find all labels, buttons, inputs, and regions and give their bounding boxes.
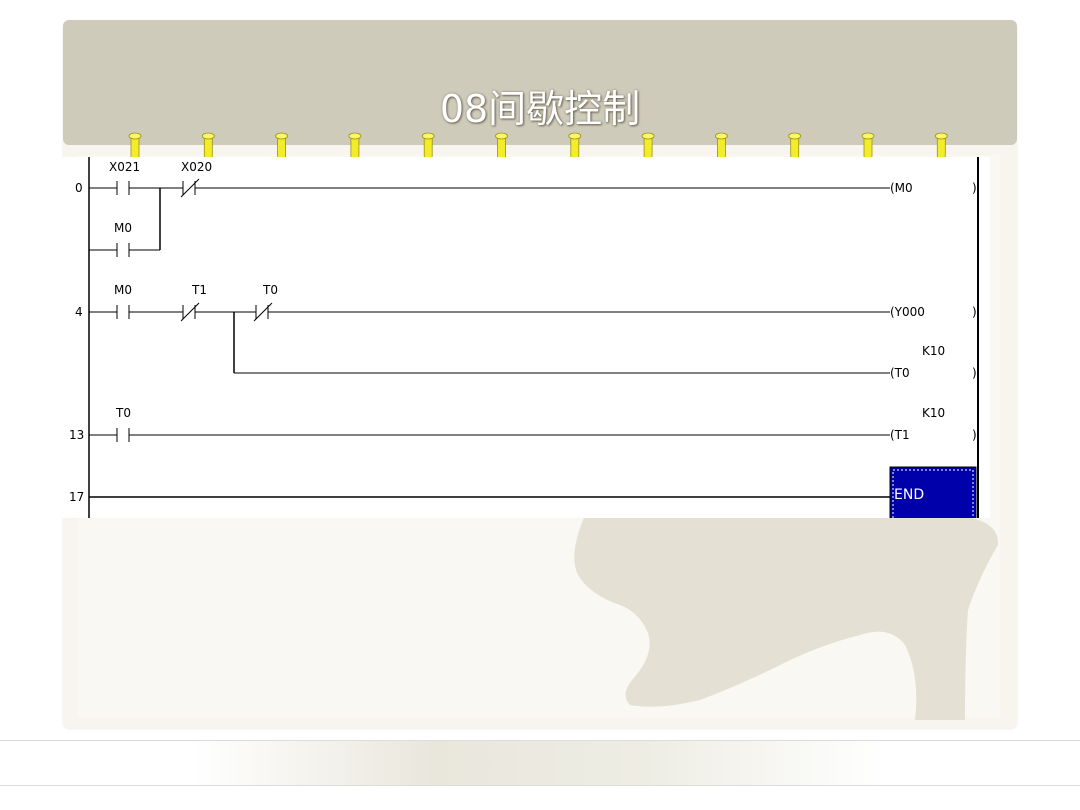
contact-label: X020 <box>181 160 212 174</box>
end-instruction-box <box>889 466 977 518</box>
coil-label: (Y000 <box>890 305 925 319</box>
binder-ring <box>715 132 728 159</box>
binder-ring <box>861 132 875 159</box>
binder-ring <box>421 132 435 159</box>
coil-close: ) <box>972 428 977 442</box>
coil-close: ) <box>972 305 977 319</box>
end-label: END <box>894 487 924 503</box>
timer-setting: K10 <box>922 406 945 420</box>
step-number: 17 <box>69 490 84 504</box>
binder-ring <box>348 132 362 159</box>
no-contact <box>116 305 130 319</box>
coil-label: (T1 <box>890 428 910 442</box>
binder-ring <box>568 132 582 159</box>
timer-setting: K10 <box>922 344 945 358</box>
cursor-frame <box>892 469 974 518</box>
ladder-svg: 0 X021 X020 (M0 ) M0 4 <box>69 157 979 518</box>
coil-close: ) <box>972 181 977 195</box>
step-number: 0 <box>75 181 83 195</box>
binder-ring <box>201 132 215 159</box>
binder-rings <box>128 132 948 159</box>
step-number: 4 <box>75 305 83 319</box>
no-contact <box>116 428 130 442</box>
decorative-silhouette <box>574 515 999 720</box>
silhouette-shape <box>574 515 999 720</box>
binder-ring <box>641 132 655 159</box>
binder-ring <box>275 132 289 159</box>
contact-label: T0 <box>115 406 131 420</box>
step-number: 13 <box>69 428 84 442</box>
binder-ring <box>788 132 802 159</box>
ladder-diagram: 0 X021 X020 (M0 ) M0 4 <box>62 157 990 518</box>
coil-close: ) <box>972 366 977 380</box>
bottom-strip <box>0 740 1080 786</box>
coil-label: (T0 <box>890 366 910 380</box>
coil-label: (M0 <box>890 181 913 195</box>
title-bar <box>63 20 1017 145</box>
contact-label: M0 <box>114 283 132 297</box>
contact-label: M0 <box>114 221 132 235</box>
contact-label: T1 <box>191 283 207 297</box>
contact-label: T0 <box>262 283 278 297</box>
no-contact <box>116 243 130 257</box>
binder-ring <box>934 132 948 159</box>
binder-ring <box>495 132 508 159</box>
slide-title: 08间歇控制 <box>439 87 641 131</box>
no-contact <box>116 181 130 195</box>
contact-label: X021 <box>109 160 140 174</box>
binder-ring <box>128 132 142 159</box>
